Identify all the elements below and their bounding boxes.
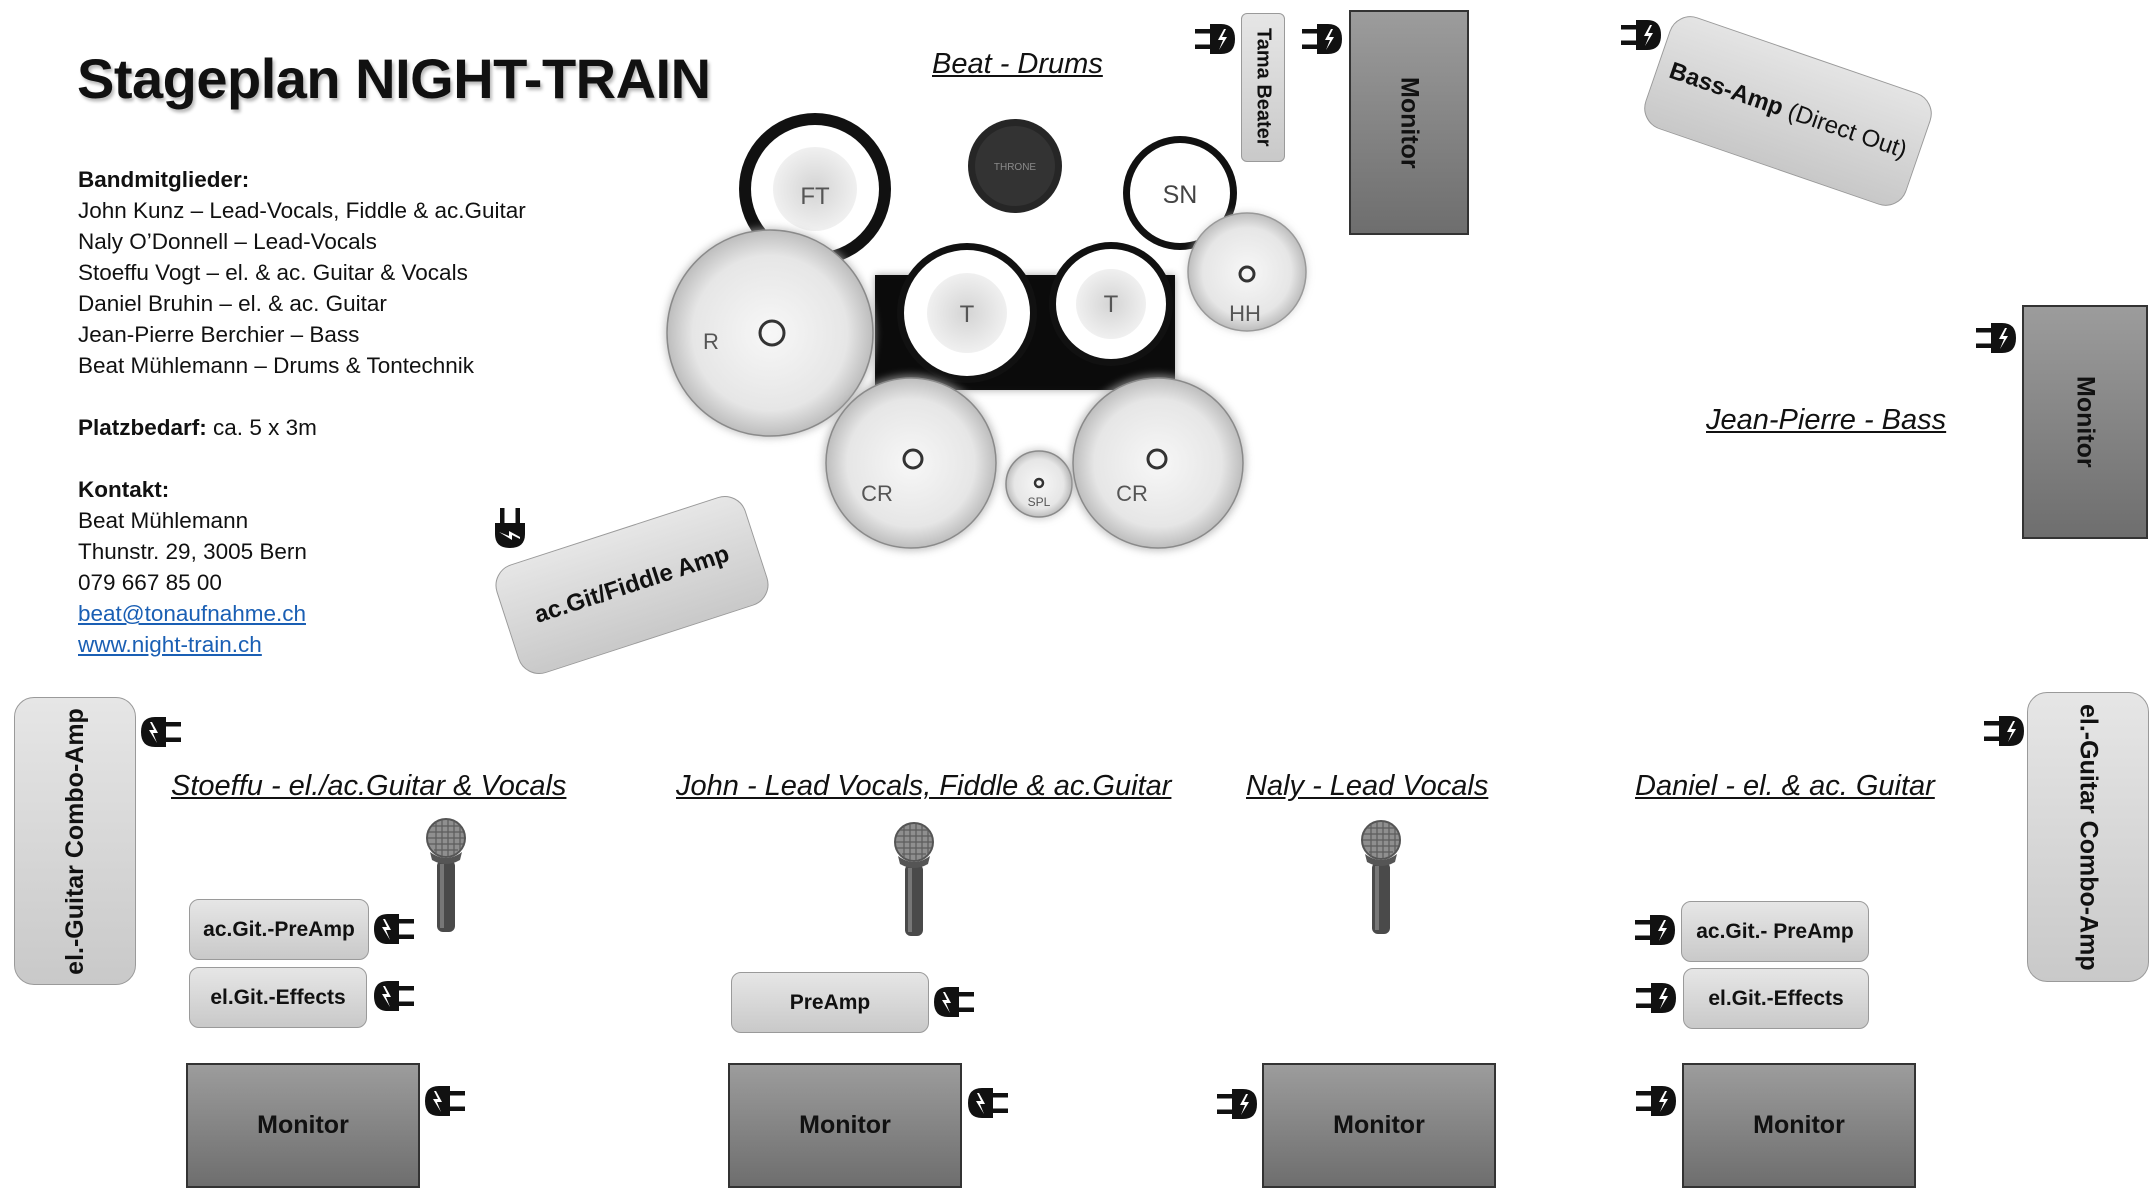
band-member: John Kunz – Lead-Vocals, Fiddle & ac.Gui… bbox=[78, 198, 526, 223]
bass-amp-box: Bass-Amp (Direct Out) bbox=[1638, 10, 1938, 212]
tom-1: T bbox=[897, 243, 1037, 383]
throne-label: THRONE bbox=[994, 162, 1037, 173]
splash-cymbal: SPL bbox=[1004, 449, 1074, 519]
band-member: Jean-Pierre Berchier – Bass bbox=[78, 322, 360, 347]
daniel-preamp-box: ac.Git.- PreAmp bbox=[1681, 901, 1869, 962]
john-monitor: Monitor bbox=[728, 1063, 962, 1188]
stoeffu-position-label: Stoeffu - el./ac.Guitar & Vocals bbox=[171, 770, 567, 802]
hihat-label: HH bbox=[1229, 301, 1261, 326]
band-member: Naly O’Donnell – Lead-Vocals bbox=[78, 229, 377, 254]
power-plug-icon bbox=[1193, 20, 1239, 58]
space-value: ca. 5 x 3m bbox=[213, 415, 317, 440]
hihat: HH bbox=[1187, 212, 1307, 332]
floor-tom-label: FT bbox=[800, 183, 830, 210]
power-plug-icon bbox=[1215, 1085, 1261, 1123]
microphone-icon bbox=[892, 820, 936, 940]
combo-amp-left-label: el.-Guitar Combo-Amp bbox=[60, 707, 89, 975]
combo-amp-left: el.-Guitar Combo-Amp bbox=[14, 697, 136, 985]
drums-monitor: Monitor bbox=[1349, 10, 1469, 235]
band-info: Bandmitglieder: John Kunz – Lead-Vocals,… bbox=[78, 164, 526, 660]
daniel-position-label: Daniel - el. & ac. Guitar bbox=[1635, 770, 1935, 802]
power-plug-icon bbox=[491, 506, 529, 552]
power-plug-icon bbox=[370, 977, 416, 1015]
bass-monitor: Monitor bbox=[2022, 305, 2148, 539]
snare-label: SN bbox=[1163, 181, 1198, 209]
combo-amp-right: el.-Guitar Combo-Amp bbox=[2027, 692, 2149, 982]
power-plug-icon bbox=[1634, 979, 1680, 1017]
contact-name: Beat Mühlemann bbox=[78, 508, 249, 533]
john-preamp-box: PreAmp bbox=[731, 972, 929, 1033]
tama-beater-box: Tama Beater bbox=[1241, 13, 1285, 162]
power-plug-icon bbox=[137, 713, 183, 751]
crash-left-label: CR bbox=[861, 481, 893, 506]
floor-tom: FT bbox=[739, 113, 891, 265]
snare: SN bbox=[1123, 136, 1237, 250]
crash-cymbal-left: CR bbox=[823, 375, 999, 551]
throne: THRONE bbox=[968, 119, 1062, 213]
power-plug-icon bbox=[964, 1084, 1010, 1122]
naly-monitor: Monitor bbox=[1262, 1063, 1496, 1188]
band-heading: Bandmitglieder: bbox=[78, 167, 250, 192]
power-plug-icon bbox=[370, 910, 416, 948]
crash-cymbal-right: CR bbox=[1070, 375, 1246, 551]
acgit-fiddle-amp-box: ac.Git/Fiddle Amp bbox=[489, 490, 775, 680]
daniel-monitor: Monitor bbox=[1682, 1063, 1916, 1188]
splash-label: SPL bbox=[1028, 495, 1051, 509]
contact-address: Thunstr. 29, 3005 Bern bbox=[78, 539, 307, 564]
band-member: Stoeffu Vogt – el. & ac. Guitar & Vocals bbox=[78, 260, 468, 285]
tom-2-label: T bbox=[1104, 291, 1119, 318]
power-plug-icon bbox=[930, 983, 976, 1021]
power-plug-icon bbox=[1619, 16, 1665, 54]
contact-heading: Kontakt: bbox=[78, 477, 170, 502]
ride-label: R bbox=[703, 329, 719, 354]
band-member: Daniel Bruhin – el. & ac. Guitar bbox=[78, 291, 387, 316]
tom-1-label: T bbox=[960, 301, 975, 328]
tom-2: T bbox=[1049, 242, 1173, 366]
stoeffu-effects-box: el.Git.-Effects bbox=[189, 967, 367, 1028]
naly-position-label: Naly - Lead Vocals bbox=[1246, 770, 1489, 802]
power-plug-icon bbox=[1634, 1082, 1680, 1120]
stoeffu-preamp-box: ac.Git.-PreAmp bbox=[189, 899, 369, 960]
band-member: Beat Mühlemann – Drums & Tontechnik bbox=[78, 353, 475, 378]
contact-phone: 079 667 85 00 bbox=[78, 570, 222, 595]
bass-position-label: Jean-Pierre - Bass bbox=[1706, 404, 1947, 436]
ride-cymbal: R bbox=[665, 228, 875, 438]
bass-amp-note: (Direct Out) bbox=[1784, 97, 1911, 164]
stoeffu-monitor: Monitor bbox=[186, 1063, 420, 1188]
power-plug-icon bbox=[1974, 319, 2020, 357]
space-label: Platzbedarf: bbox=[78, 415, 207, 440]
drum-kit: FT THRONE SN HH T T R CR bbox=[665, 113, 1307, 551]
power-plug-icon bbox=[1300, 20, 1346, 58]
contact-website-link[interactable]: www.night-train.ch bbox=[78, 632, 262, 657]
microphone-icon bbox=[1359, 818, 1403, 938]
contact-email-link[interactable]: beat@tonaufnahme.ch bbox=[78, 601, 306, 626]
microphone-icon bbox=[424, 816, 468, 936]
power-plug-icon bbox=[421, 1082, 467, 1120]
crash-right-label: CR bbox=[1116, 481, 1148, 506]
daniel-effects-box: el.Git.-Effects bbox=[1683, 968, 1869, 1029]
power-plug-icon bbox=[1982, 712, 2028, 750]
power-plug-icon bbox=[1633, 911, 1679, 949]
john-position-label: John - Lead Vocals, Fiddle & ac.Guitar bbox=[676, 770, 1172, 802]
page-title: Stageplan NIGHT-TRAIN bbox=[77, 47, 711, 110]
bass-amp-label: Bass-Amp bbox=[1665, 57, 1787, 122]
drums-position-label: Beat - Drums bbox=[932, 48, 1103, 80]
